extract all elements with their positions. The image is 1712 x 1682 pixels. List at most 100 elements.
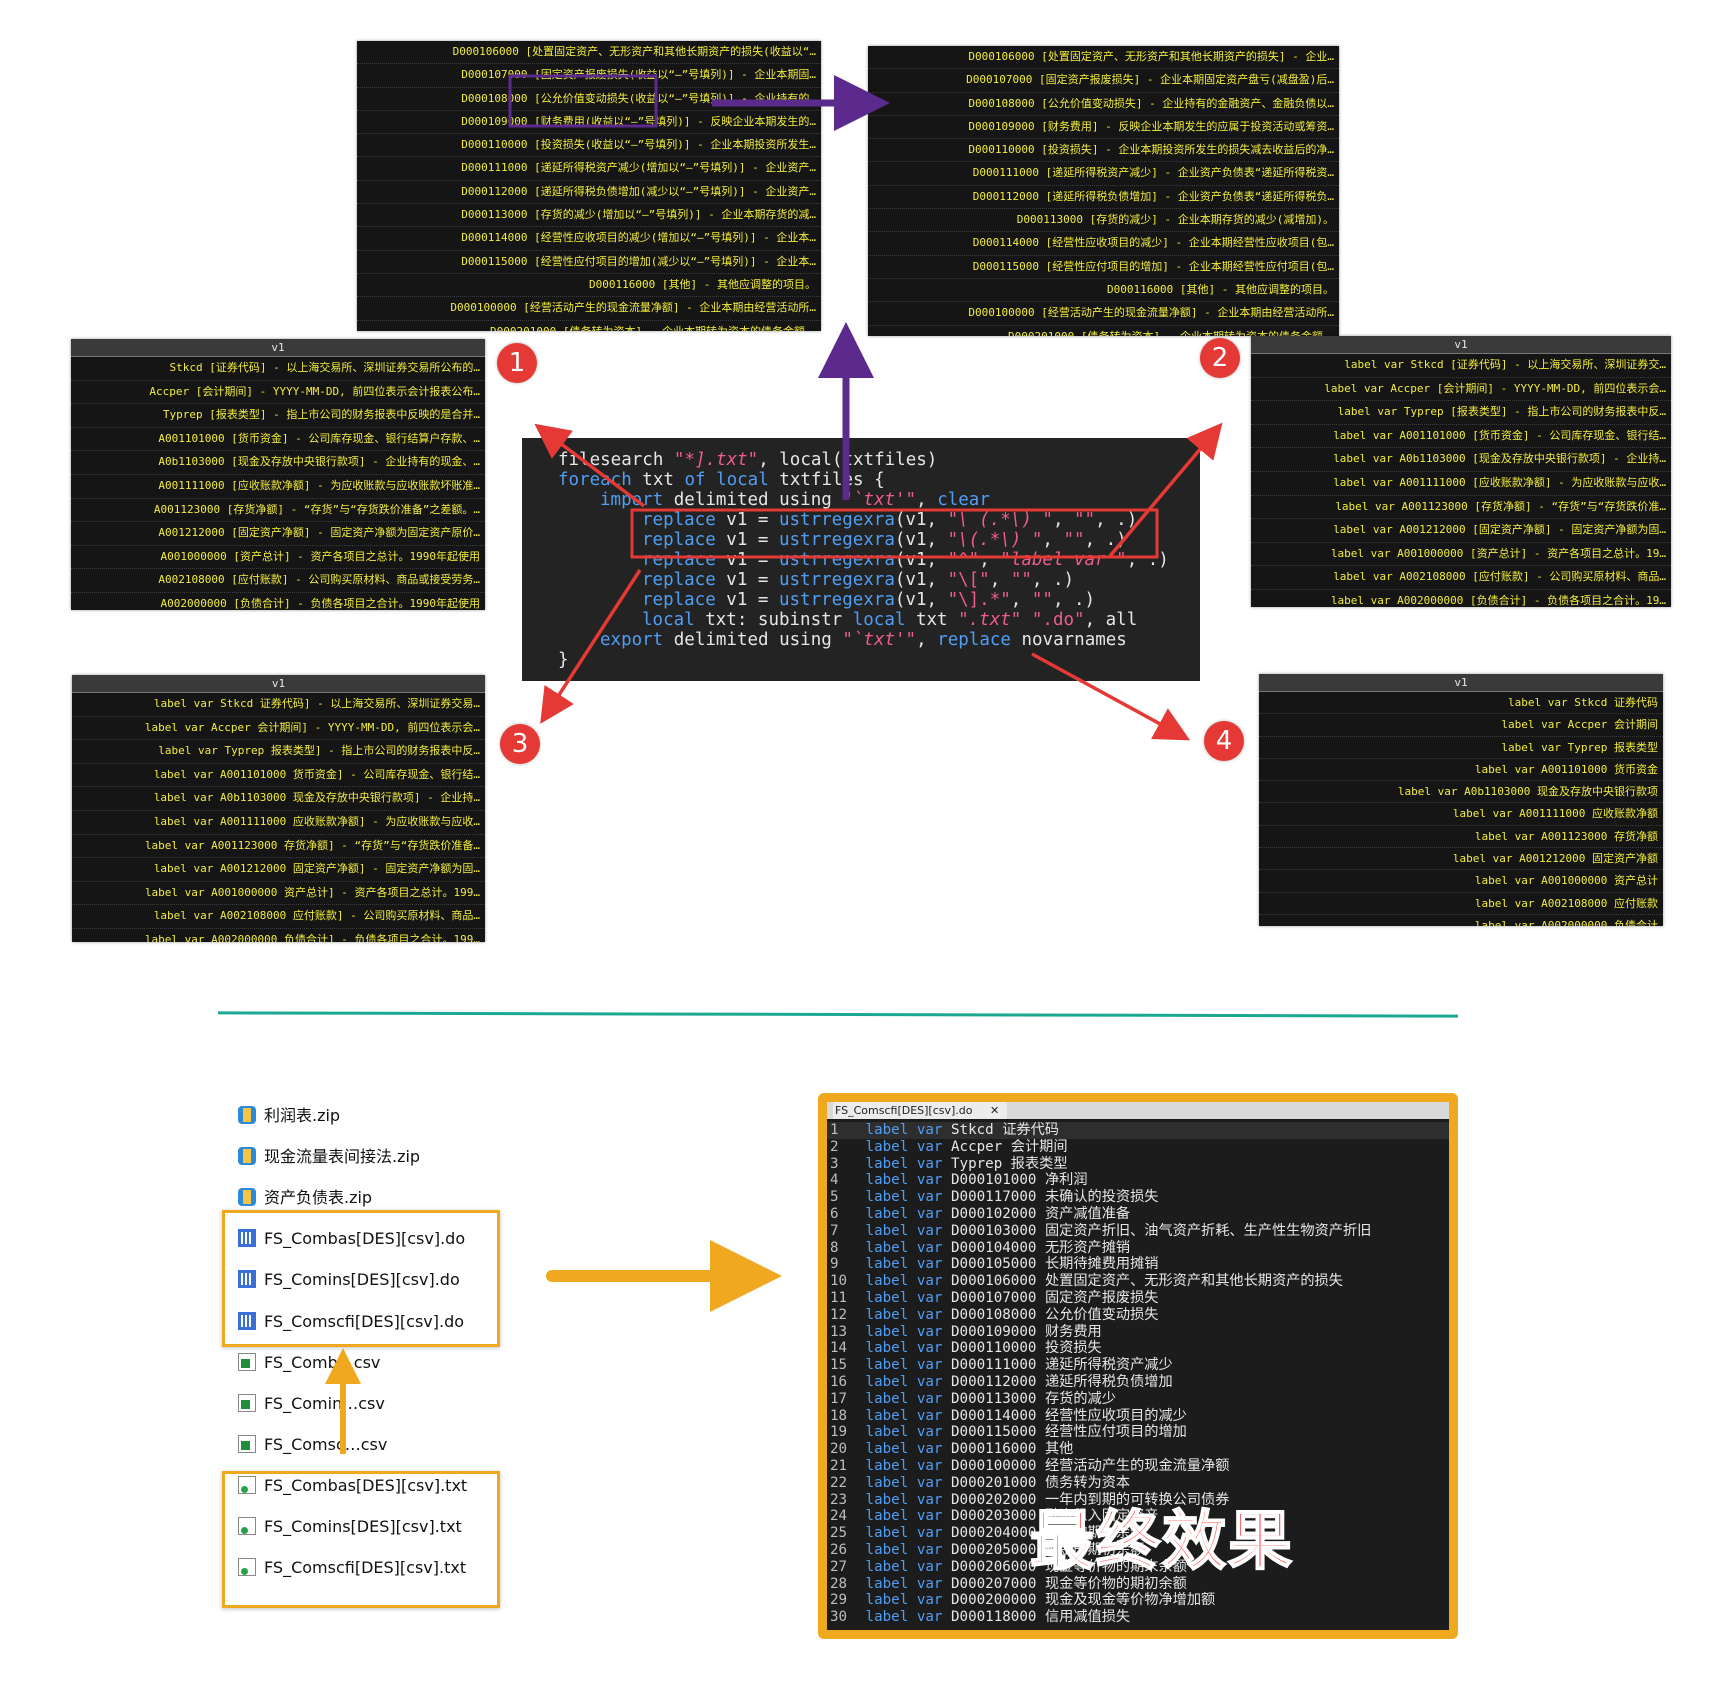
editor-line-text: D000200000 现金及现金等价物净增加额: [950, 1592, 1216, 1609]
keyword: label: [865, 1390, 909, 1407]
code-token: "\[": [947, 570, 990, 590]
file-item[interactable]: FS_Comscfi[DES][csv].do: [238, 1309, 464, 1335]
red-highlight-box: [630, 508, 1159, 559]
keyword: var: [916, 1323, 943, 1340]
code-token: ustrregexra: [778, 530, 895, 550]
editor-line: 22 label var D000201000 债务转为资本: [827, 1475, 1449, 1492]
cashflow-raw-panel: D000106000 [处置固定资产、无形资产和其他长期资产的损失(收益以“…D…: [357, 41, 821, 331]
editor-line-text: D000112000 递延所得税负债增加: [950, 1373, 1173, 1390]
line-number: 13: [830, 1323, 848, 1340]
table-row: Typrep [报表类型] - 指上市公司的财务报表中反映的是合并…: [71, 404, 485, 428]
code-token: v1 =: [715, 530, 779, 550]
file-name: FS_Combas[DES][csv].txt: [264, 1475, 468, 1495]
code-line: }: [558, 650, 1200, 670]
editor-line-text: D000202000 一年内到期的可转换公司债券: [950, 1491, 1230, 1508]
close-icon[interactable]: ✕: [990, 1104, 1000, 1117]
keyword: label: [865, 1205, 909, 1222]
table-row: label var A002000000 负债合计] - 负债各项目之合计。19…: [72, 929, 485, 942]
keyword: label: [865, 1441, 909, 1458]
code-token: local: [716, 470, 769, 490]
editor-line: 7 label var D000103000 固定资产折旧、油气资产折耗、生产性…: [827, 1223, 1449, 1240]
editor-line-text: Typrep 报表类型: [950, 1155, 1068, 1172]
table-row: label var A0b1103000 [现金及存放中央银行款项] - 企业持…: [1251, 448, 1671, 472]
keyword: label: [865, 1239, 909, 1256]
editor-line-text: D000113000 存货的减少: [950, 1390, 1116, 1407]
table-row: D000114000 [经营性应收项目的减少] - 企业本期经营性应收项目(包…: [868, 232, 1339, 256]
code-token: "\ (.*\) ": [947, 510, 1053, 530]
table-row: D000114000 [经营性应收项目的减少(增加以“—”号填列)] - 企业本…: [357, 227, 821, 251]
editor-line: 5 label var D000117000 未确认的投资损失: [827, 1189, 1449, 1206]
step-badge-3: 3: [500, 724, 540, 764]
table-row: D000111000 [递延所得税资产减少(增加以“—”号填列)] - 企业资产…: [357, 157, 821, 181]
code-token: , .): [1126, 550, 1169, 570]
file-item[interactable]: FS_Comsc…csv: [238, 1432, 387, 1458]
table-row: D000111000 [递延所得税资产减少] - 企业资产负债表“递延所得税资…: [868, 162, 1339, 186]
file-item[interactable]: 现金流量表间接法.zip: [238, 1144, 420, 1170]
table-row: D000112000 [递延所得税负债增加(减少以“—”号填列)] - 企业资产…: [357, 181, 821, 205]
table-row: D000110000 [投资损失] - 企业本期投资所发生的损失减去收益后的净…: [868, 139, 1339, 163]
file-name: 利润表.zip: [264, 1106, 341, 1125]
editor-line: 4 label var D000101000 净利润: [827, 1172, 1449, 1189]
cashflow-cleaned-panel: D000106000 [处置固定资产、无形资产和其他长期资产的损失] - 企业……: [868, 46, 1339, 336]
code-token: "*].txt": [673, 450, 759, 470]
code-token: ustrregexra: [778, 510, 895, 530]
file-item[interactable]: FS_Combas[DES][csv].do: [238, 1226, 465, 1252]
file-item[interactable]: FS_Comins[DES][csv].do: [238, 1267, 460, 1293]
editor-line: 29 label var D000200000 现金及现金等价物净增加额: [827, 1592, 1449, 1609]
txt-file-icon: [238, 1475, 256, 1494]
code-token: replace: [937, 630, 1011, 650]
file-item[interactable]: FS_Comscfi[DES][csv].txt: [238, 1555, 466, 1581]
code-token: replace: [642, 550, 716, 570]
code-token: ,: [979, 550, 1001, 570]
code-token: ".txt": [958, 610, 1022, 630]
keyword: var: [916, 1172, 943, 1189]
keyword: var: [916, 1407, 943, 1424]
code-line: replace v1 = ustrregexra(v1, "^", "label…: [558, 550, 1200, 570]
keyword: var: [916, 1575, 943, 1592]
keyword: label: [865, 1457, 909, 1474]
keyword: label: [865, 1155, 909, 1172]
keyword: var: [916, 1289, 943, 1306]
code-line: replace v1 = ustrregexra(v1, "\(.*\) ", …: [558, 530, 1200, 550]
editor-line: 23 label var D000202000 一年内到期的可转换公司债券: [827, 1492, 1449, 1509]
table-row: D000100000 [经营活动产生的现金流量净额] - 企业本期由经营活动所…: [357, 297, 821, 321]
editor-tab[interactable]: FS_Comscfi[DES][csv].do ✕: [833, 1102, 1008, 1119]
file-item[interactable]: FS_Combas[DES][csv].txt: [238, 1473, 467, 1499]
file-name: FS_Comins[DES][csv].txt: [264, 1517, 462, 1536]
editor-line: 2 label var Accper 会计期间: [827, 1139, 1449, 1156]
line-number: 16: [830, 1373, 848, 1390]
keyword: var: [916, 1306, 943, 1323]
table-row: A002108000 [应付账款] - 公司购买原材料、商品或接受劳务…: [71, 569, 485, 593]
code-token: , .): [1031, 570, 1075, 590]
table-row: D000106000 [处置固定资产、无形资产和其他长期资产的损失] - 企业…: [868, 46, 1339, 70]
table-row: A001101000 [货币资金] - 公司库存现金、银行结算户存款、…: [71, 428, 485, 452]
file-item[interactable]: 资产负债表.zip: [238, 1185, 372, 1211]
table-row: label var A002108000 [应付账款] - 公司购买原材料、商品…: [1251, 566, 1671, 590]
keyword: var: [916, 1609, 943, 1626]
line-number: 3: [830, 1155, 839, 1172]
keyword: label: [865, 1491, 909, 1508]
code-token: v1 =: [715, 590, 779, 610]
line-number: 10: [830, 1273, 848, 1290]
code-line: import delimited using "`txt'", clear: [558, 490, 1200, 510]
do-file-icon: [238, 1270, 256, 1289]
keyword: var: [916, 1508, 943, 1525]
red-arrow-3: [540, 569, 642, 724]
editor-line: 16 label var D000112000 递延所得税负债增加: [827, 1374, 1449, 1391]
line-number: 28: [830, 1575, 848, 1592]
file-item[interactable]: 利润表.zip: [238, 1103, 340, 1129]
editor-line: 17 label var D000113000 存货的减少: [827, 1391, 1449, 1408]
file-name: FS_Comsc…csv: [264, 1434, 388, 1454]
line-number: 30: [830, 1609, 848, 1626]
code-token: import: [600, 490, 664, 510]
file-item[interactable]: FS_Comin…csv: [238, 1391, 385, 1417]
line-number: 6: [830, 1205, 839, 1222]
file-item[interactable]: FS_Comins[DES][csv].txt: [238, 1514, 462, 1540]
editor-line-text: D000109000 财务费用: [950, 1323, 1102, 1340]
keyword: var: [916, 1373, 943, 1390]
editor-line-text: D000116000 其他: [950, 1441, 1074, 1458]
code-token: , .): [1095, 510, 1138, 530]
line-number: 21: [830, 1457, 848, 1474]
editor-line-text: D000107000 固定资产报废损失: [950, 1289, 1159, 1306]
